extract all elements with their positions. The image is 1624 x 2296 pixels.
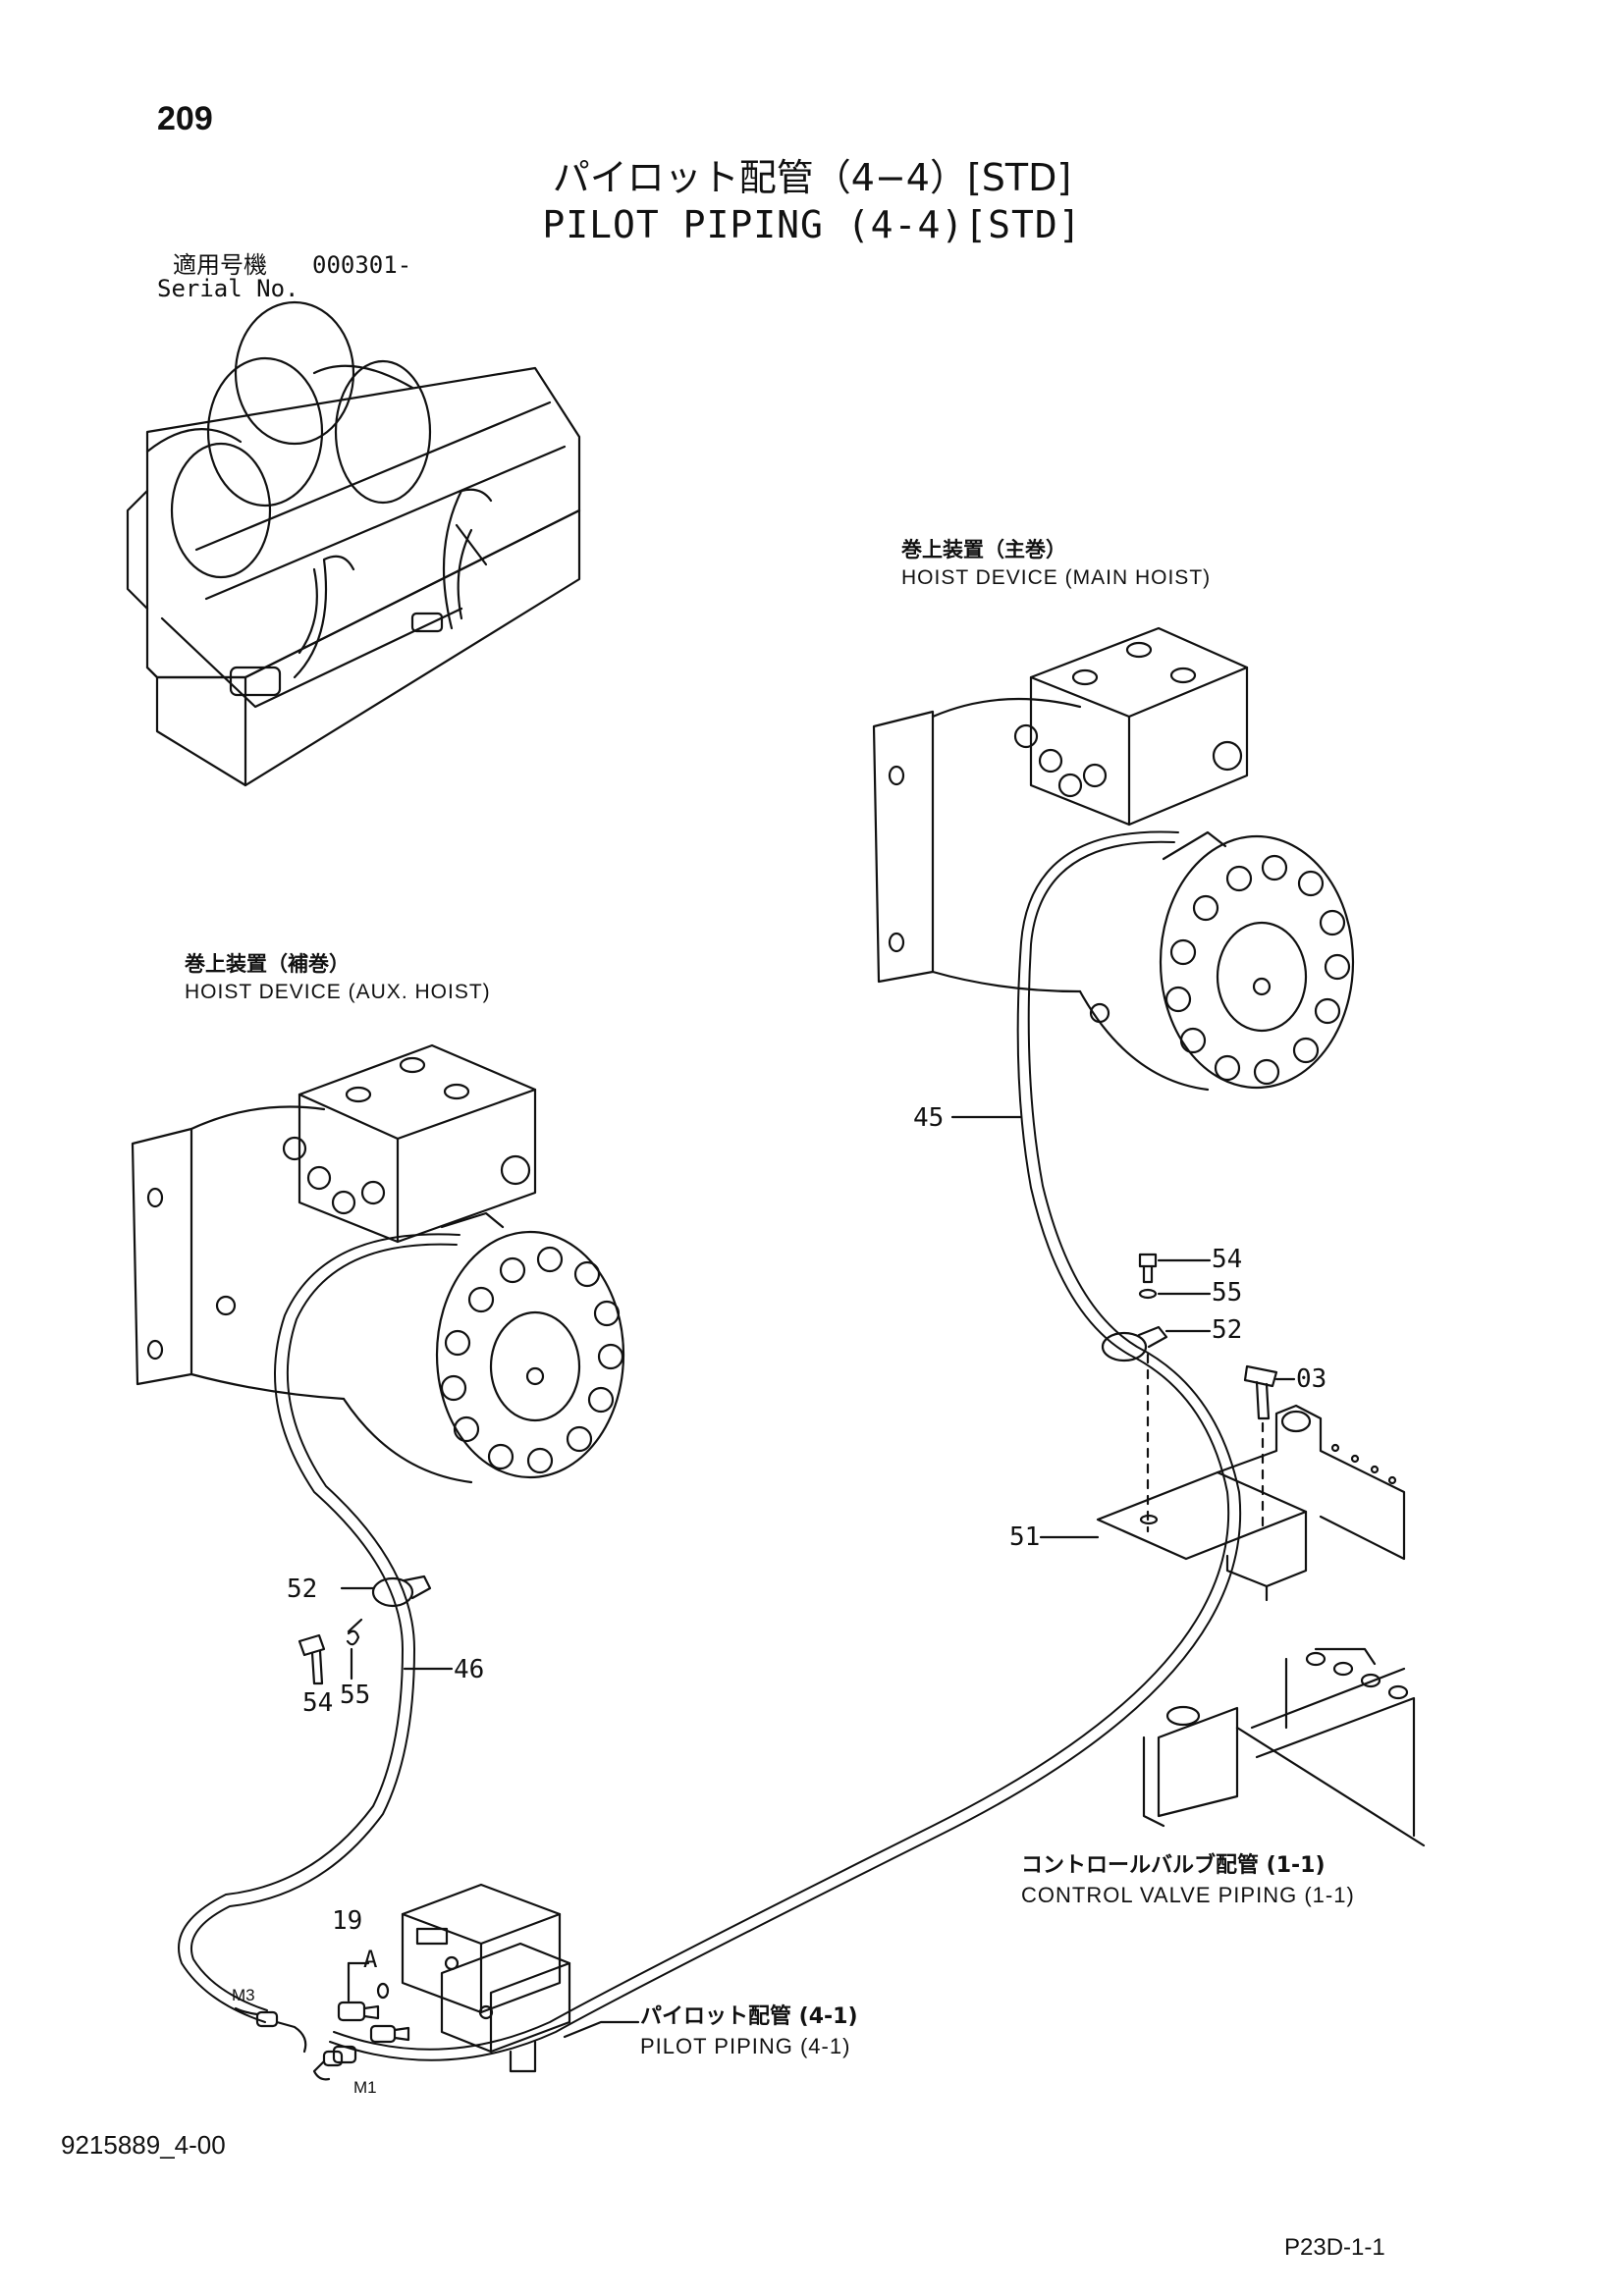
hose-46 — [178, 1233, 460, 2023]
port-label-m3: M3 — [232, 1986, 255, 2004]
washer-55-lower — [346, 1629, 360, 1681]
part-label-03: 03 — [1296, 1364, 1327, 1394]
part-label-52-upper: 52 — [1212, 1315, 1243, 1345]
bolt-54-upper — [1138, 1253, 1212, 1284]
part-label-51: 51 — [1009, 1522, 1041, 1552]
fitting-19 — [332, 1961, 410, 2064]
pilot-valve-block — [401, 1883, 571, 2073]
washer-55-upper — [1138, 1288, 1212, 1300]
part-label-55-lower: 55 — [340, 1681, 371, 1710]
part-label-52-lower: 52 — [287, 1575, 318, 1604]
page-title-jp: パイロット配管（4−4）[STD] — [552, 156, 1072, 199]
page-number: 209 — [157, 100, 213, 137]
leader-pilot-piping — [563, 2020, 640, 2039]
part-label-a: A — [363, 1946, 378, 1973]
aux-hoist-label-jp: 巻上装置（補巻） — [185, 952, 350, 976]
part-label-45: 45 — [913, 1103, 945, 1133]
part-label-19: 19 — [332, 1906, 363, 1936]
bolt-54-lower — [298, 1618, 363, 1685]
clamp-52-upper — [1101, 1325, 1168, 1362]
overview-inset — [126, 300, 581, 787]
bolt-03 — [1243, 1364, 1296, 1533]
port-label-m1: M1 — [353, 2078, 377, 2097]
leader-m3 — [234, 2006, 259, 2016]
main-hoist-device — [872, 626, 1355, 1092]
part-label-54-lower: 54 — [302, 1688, 334, 1718]
part-label-54-upper: 54 — [1212, 1245, 1243, 1274]
main-hoist-label-jp: 巻上装置（主巻） — [901, 538, 1066, 561]
hose-45 — [329, 830, 1242, 2061]
document-number: 9215889_4-00 — [61, 2130, 226, 2160]
control-valve-label-en: CONTROL VALVE PIPING (1-1) — [1021, 1883, 1355, 1907]
pilot-piping-label-jp: パイロット配管 (4-1) — [640, 2004, 858, 2029]
main-hoist-label-en: HOIST DEVICE (MAIN HOIST) — [901, 566, 1212, 589]
fitting-m3 — [255, 2010, 307, 2054]
control-valve — [1142, 1647, 1426, 1847]
clamp-52-lower — [340, 1575, 432, 1608]
serial-value: 000301- — [312, 251, 412, 279]
serial-label-en: Serial No. — [157, 275, 299, 302]
aux-hoist-label-en: HOIST DEVICE (AUX. HOIST) — [185, 981, 491, 1003]
pilot-piping-label-en: PILOT PIPING (4-1) — [640, 2034, 851, 2058]
fitting-m1 — [312, 2050, 344, 2081]
control-valve-label-jp: コントロールバルブ配管 (1-1) — [1021, 1853, 1326, 1878]
part-label-46: 46 — [454, 1655, 485, 1684]
aux-hoist-device — [131, 1043, 625, 1484]
serial-label-jp: 適用号機 — [173, 251, 267, 279]
page-title-en: PILOT PIPING (4-4)[STD] — [542, 203, 1082, 246]
page-code: P23D-1-1 — [1284, 2234, 1385, 2261]
bracket-51 — [1039, 1404, 1406, 1602]
part-label-55-upper: 55 — [1212, 1278, 1243, 1308]
